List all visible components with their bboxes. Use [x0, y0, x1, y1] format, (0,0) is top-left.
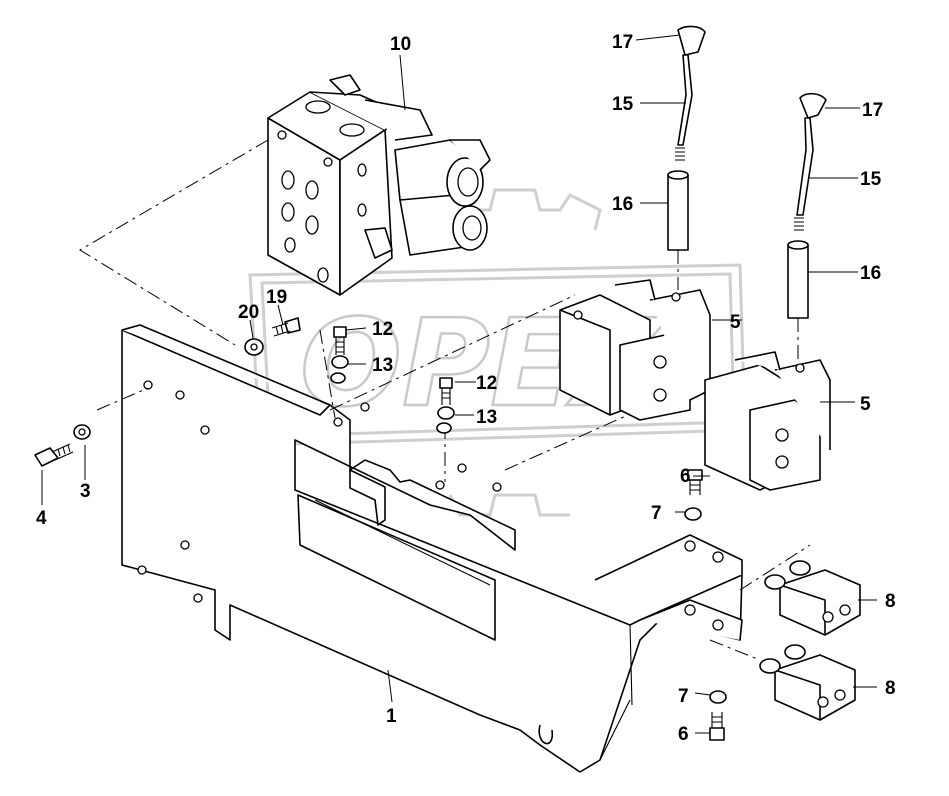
- alignment-line: [79, 139, 269, 346]
- washer-part-13a: [330, 355, 349, 384]
- alignment-line: [739, 544, 811, 591]
- callout-13-lower: 13: [476, 407, 497, 428]
- alignment-line: [319, 329, 336, 419]
- callout-17-right: 17: [862, 100, 883, 121]
- alignment-line: [96, 387, 149, 411]
- control-valve-part-5-upper: [559, 279, 711, 421]
- lever-assembly-left: [667, 25, 706, 290]
- washer-part-7-upper: [684, 507, 702, 521]
- fitting-part-8-lower: [759, 644, 856, 721]
- callout-16-left: 16: [612, 194, 633, 215]
- callout-5-upper: 5: [730, 312, 741, 333]
- screw-part-6-upper: [687, 469, 703, 495]
- callout-6-lower: 6: [678, 724, 689, 745]
- callout-7-lower: 7: [678, 686, 689, 707]
- lever-assembly-right: [787, 92, 827, 360]
- callout-19: 19: [266, 287, 287, 308]
- callout-12-upper: 12: [372, 319, 393, 340]
- callout-7-upper: 7: [651, 503, 662, 524]
- callout-15-left: 15: [612, 94, 634, 115]
- callout-5-lower: 5: [860, 394, 871, 415]
- callout-16-right: 16: [860, 263, 881, 284]
- fitting-part-8-upper: [764, 560, 861, 636]
- washer-part-7-lower: [709, 690, 727, 704]
- washer-part-3: [73, 424, 91, 440]
- callout-1: 1: [386, 706, 397, 727]
- screw-part-12a: [333, 326, 347, 355]
- screw-part-4: [34, 443, 74, 467]
- alignment-line: [329, 294, 576, 411]
- alignment-line: [709, 639, 761, 661]
- callout-13-upper: 13: [372, 355, 393, 376]
- valve-block-part-10: [267, 74, 491, 296]
- washer-part-13b: [436, 406, 455, 434]
- bracket-part-1: [121, 324, 743, 773]
- screw-part-19: [271, 317, 301, 337]
- callout-15-right: 15: [860, 169, 882, 190]
- callout-12-lower: 12: [476, 373, 497, 394]
- callout-8-lower: 8: [885, 678, 896, 699]
- screw-part-12b: [439, 377, 453, 405]
- callout-3: 3: [80, 481, 91, 502]
- callout-6-upper: 6: [680, 466, 691, 487]
- callout-labels: 1 3 4 5 5 6 6 7 7 8 8 10 12 12 13 13 15 …: [36, 32, 896, 745]
- callout-4: 4: [36, 508, 47, 529]
- callout-20: 20: [238, 302, 259, 323]
- callout-8-upper: 8: [885, 591, 896, 612]
- callout-17-left: 17: [612, 32, 633, 53]
- control-valve-part-5-lower: [704, 351, 831, 491]
- callout-10: 10: [390, 34, 411, 55]
- washer-part-20: [244, 338, 264, 356]
- leader-lines: [41, 34, 877, 734]
- screw-part-6-lower: [709, 712, 725, 741]
